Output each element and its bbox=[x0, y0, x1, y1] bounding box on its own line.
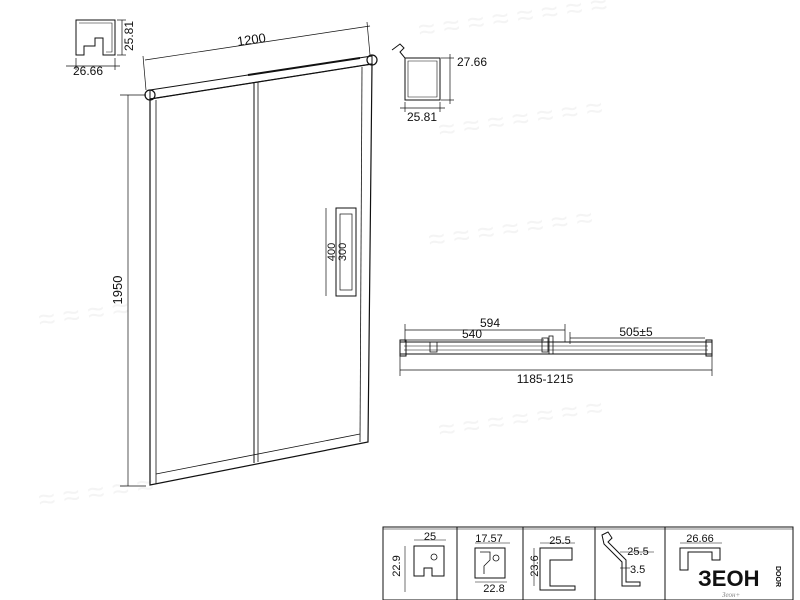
svg-text:≈ ≈ ≈ ≈ ≈ ≈ ≈: ≈ ≈ ≈ ≈ ≈ ≈ ≈ bbox=[436, 91, 604, 147]
dim-profile-1-height: 22.9 bbox=[391, 555, 403, 576]
dim-right-profile-height: 27.66 bbox=[457, 55, 487, 69]
door-elevation bbox=[144, 54, 378, 486]
overall-height-dimension bbox=[120, 94, 146, 487]
dim-profile-1-width: 25 bbox=[424, 531, 436, 543]
dim-top-profile-height: 25.81 bbox=[122, 21, 136, 51]
dim-plan-opening: 505±5 bbox=[619, 325, 653, 339]
dim-top-profile-width: 26.66 bbox=[73, 64, 103, 78]
dim-plan-left-inner: 594 bbox=[480, 316, 500, 330]
brand-logo: ЗЕОН DOOR Зеон+ bbox=[698, 566, 781, 599]
plan-view bbox=[399, 324, 713, 376]
dim-right-profile-width: 25.81 bbox=[407, 110, 437, 124]
dim-profile-3-height: 23.6 bbox=[529, 555, 541, 576]
svg-text:≈ ≈ ≈ ≈ ≈ ≈ ≈ ≈: ≈ ≈ ≈ ≈ ≈ ≈ ≈ ≈ bbox=[416, 0, 609, 47]
brand-logo-main: ЗЕОН bbox=[698, 566, 759, 591]
plan-rail bbox=[399, 341, 713, 355]
dim-profile-2-bottom: 22.8 bbox=[483, 583, 504, 595]
dim-overall-width: 1200 bbox=[236, 30, 267, 49]
brand-logo-sub: Зеон+ bbox=[722, 591, 740, 599]
svg-text:≈ ≈ ≈ ≈ ≈ ≈ ≈: ≈ ≈ ≈ ≈ ≈ ≈ ≈ bbox=[436, 391, 604, 447]
svg-text:≈ ≈ ≈ ≈ ≈: ≈ ≈ ≈ ≈ ≈ bbox=[36, 468, 155, 517]
svg-text:≈ ≈ ≈ ≈ ≈ ≈ ≈: ≈ ≈ ≈ ≈ ≈ ≈ ≈ bbox=[426, 201, 594, 257]
right-profile-shape bbox=[391, 43, 441, 101]
dim-handle-inner: 300 bbox=[337, 243, 349, 261]
profile-strip bbox=[382, 526, 794, 600]
profile-1 bbox=[404, 539, 446, 592]
profile-4 bbox=[601, 531, 654, 587]
dim-profile-2-top: 17.57 bbox=[475, 533, 503, 545]
door-frame bbox=[149, 63, 373, 486]
brand-logo-side: DOOR bbox=[774, 566, 781, 587]
background-watermark: ≈ ≈ ≈ ≈ ≈ ≈ ≈ ≈ ≈ ≈ ≈ ≈ ≈ ≈ ≈ ≈ ≈ ≈ ≈ ≈ … bbox=[36, 0, 609, 517]
top-profile-shape bbox=[75, 19, 116, 56]
overall-width-dimension bbox=[142, 21, 371, 91]
profile-5 bbox=[679, 542, 722, 571]
profile-3 bbox=[533, 542, 576, 591]
dim-plan-left-panel: 540 bbox=[462, 327, 482, 341]
dim-profile-4-width: 25.5 bbox=[627, 546, 648, 558]
profile-2 bbox=[474, 542, 510, 583]
dim-profile-5-width: 26.66 bbox=[686, 533, 714, 545]
top-profile-section bbox=[66, 19, 126, 70]
dim-handle-outer: 400 bbox=[326, 243, 338, 261]
corner-bracket-right bbox=[366, 54, 378, 66]
dim-profile-3-width: 25.5 bbox=[549, 535, 570, 547]
right-profile-section bbox=[391, 43, 454, 112]
dim-overall-height: 1950 bbox=[110, 276, 125, 305]
dim-profile-4-height: 3.5 bbox=[630, 564, 645, 576]
dim-plan-total: 1185-1215 bbox=[517, 372, 574, 386]
